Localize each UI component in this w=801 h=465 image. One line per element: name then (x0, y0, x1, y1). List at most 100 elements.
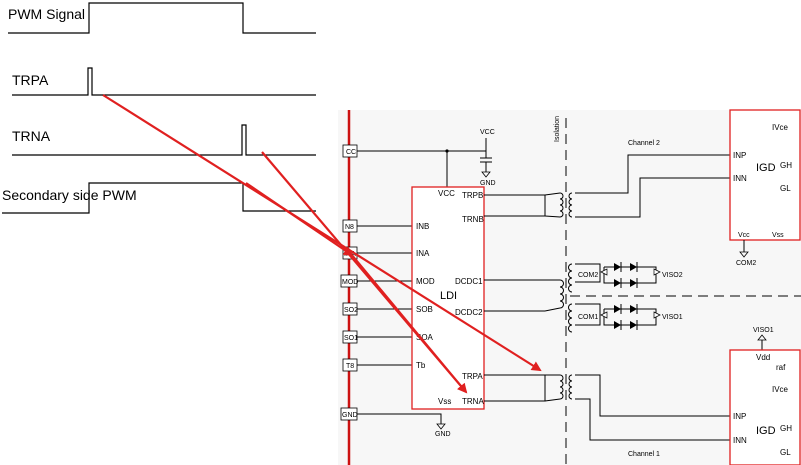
igd-bottom-gl-pin: GL (780, 448, 791, 457)
junction-dot (445, 149, 449, 153)
connector-t8: T8 (342, 358, 358, 372)
diode-icon (630, 263, 637, 271)
trpb-trnb-wire (484, 194, 546, 217)
igd-top-vcc-pin: Vcc (738, 232, 750, 239)
arrow-icon (600, 311, 608, 319)
waveform-area: PWM Signal TRPA TRNA Secondary side PWM (2, 2, 316, 214)
ldi-trna-pin: TRNA (462, 397, 484, 406)
igd-top-gh-pin: GH (780, 161, 792, 170)
igd-top-gl-pin: GL (780, 184, 791, 193)
transformer-dcdc-secondary-b (568, 303, 573, 333)
igd-top-ivce-pin: IVce (772, 123, 789, 132)
diode-icon (630, 321, 637, 329)
diode-icon (630, 305, 637, 313)
igd-bottom-inn-pin: INN (733, 436, 747, 445)
isolation-label: Isolation (554, 116, 561, 142)
trpa-label: TRPA (12, 72, 49, 88)
transformer-bottom-secondary (568, 374, 573, 400)
transformer-bottom-primary (559, 374, 564, 400)
transformer-dcdc-primary (559, 279, 564, 309)
ldi-mod-pin: MOD (416, 277, 435, 286)
svg-text:SO2: SO2 (344, 307, 358, 314)
ina-arrow (245, 182, 354, 257)
gnd-icon (481, 171, 491, 178)
ldi-sob-pin: SOB (416, 305, 433, 314)
igd-bottom-chip (729, 349, 801, 465)
igd-bottom-gh-pin: GH (780, 424, 792, 433)
tx-dcdc-lead-b (544, 307, 561, 312)
viso1-label: VISO1 (662, 314, 683, 321)
diode-icon (614, 305, 621, 313)
ldi-trnb-pin: TRNB (462, 215, 484, 224)
gnd-icon-bottom (436, 423, 446, 430)
channel2-inn-wire (575, 177, 730, 218)
com1-label: COM1 (578, 314, 598, 321)
ldi-vss-pin: Vss (438, 397, 451, 406)
igd-bottom-ref-pin: raf (776, 363, 786, 372)
connector-mod: MOD (340, 274, 358, 288)
connector-n8: N8 (342, 219, 358, 233)
ldi-ina-pin: INA (416, 249, 430, 258)
gnd-wire (357, 413, 442, 424)
ldi-inb-pin: INB (416, 222, 429, 231)
gnd-label-bottom: GND (435, 431, 451, 438)
svg-text:N8: N8 (345, 224, 354, 231)
arrow-icon (653, 268, 661, 276)
trna-wave (12, 124, 316, 156)
svg-text:SO1: SO1 (344, 335, 358, 342)
ldi-soa-pin: SOA (416, 333, 434, 342)
igd-bottom-inp-pin: INP (733, 412, 746, 421)
channel2-label: Channel 2 (628, 140, 660, 147)
com2-label: COM2 (578, 272, 598, 279)
igd-bottom-name: IGD (756, 425, 776, 437)
connector-gnd: GND (340, 407, 358, 421)
igd-bottom-vdd-pin: Vdd (756, 353, 770, 362)
ldi-trpb-pin: TRPB (462, 191, 483, 200)
annotation-arrows (102, 94, 542, 394)
igd-top-com2-label: COM2 (736, 260, 756, 267)
igd-bottom-ivce-pin: IVce (772, 385, 789, 394)
channel2-inp-wire (575, 154, 730, 194)
arrow-icon (653, 311, 661, 319)
igd-bottom-viso1-label: VISO1 (753, 327, 774, 334)
tx-bottom-lead-b (544, 398, 561, 402)
igd-top-inp-pin: INP (733, 151, 746, 160)
connector-so2: SO2 (342, 302, 358, 316)
channel1-inp-wire (575, 374, 730, 417)
diode-icon (614, 263, 621, 271)
tx-top-lead-a (544, 192, 561, 196)
diode-icon (614, 279, 621, 287)
trpa-arrow (102, 94, 542, 372)
viso2-label: VISO2 (662, 272, 683, 279)
ground-icon (739, 251, 749, 258)
schematic: Isolation CC N8 INA MOD SO2 SO1 T (338, 109, 801, 465)
svg-text:T8: T8 (346, 363, 354, 370)
channel1-inn-wire (575, 398, 730, 441)
rect1-bridge (603, 308, 657, 326)
ldi-dcdc1-pin: DCDC1 (455, 277, 483, 286)
secondary-pwm-label: Secondary side PWM (2, 187, 137, 203)
secondary-pwm-wave (2, 182, 316, 214)
svg-text:CC: CC (346, 149, 356, 156)
pwm-signal-wave (8, 2, 316, 34)
transformer-dcdc-secondary-a (568, 263, 573, 293)
pwm-signal-label: PWM Signal (8, 6, 85, 22)
tx-top-lead-b (544, 215, 561, 218)
supply-arrow-icon (757, 334, 767, 341)
rectifier-viso2: COM2 VISO2 (575, 262, 683, 288)
channel1-label: Channel 1 (628, 451, 660, 458)
vcc-label: VCC (480, 129, 495, 136)
ldi-name: LDI (440, 290, 457, 302)
svg-text:GND: GND (342, 412, 358, 419)
igd-top-vss-pin: Vss (772, 232, 784, 239)
ldi-trpa-pin: TRPA (462, 372, 483, 381)
trna-label: TRNA (12, 128, 51, 144)
igd-top-inn-pin: INN (733, 174, 747, 183)
rect1-wires (575, 303, 601, 326)
trpa-trna-wire (484, 374, 546, 402)
svg-text:MOD: MOD (342, 279, 358, 286)
transformer-top-primary (559, 192, 564, 218)
ldi-dcdc2-pin: DCDC2 (455, 308, 483, 317)
